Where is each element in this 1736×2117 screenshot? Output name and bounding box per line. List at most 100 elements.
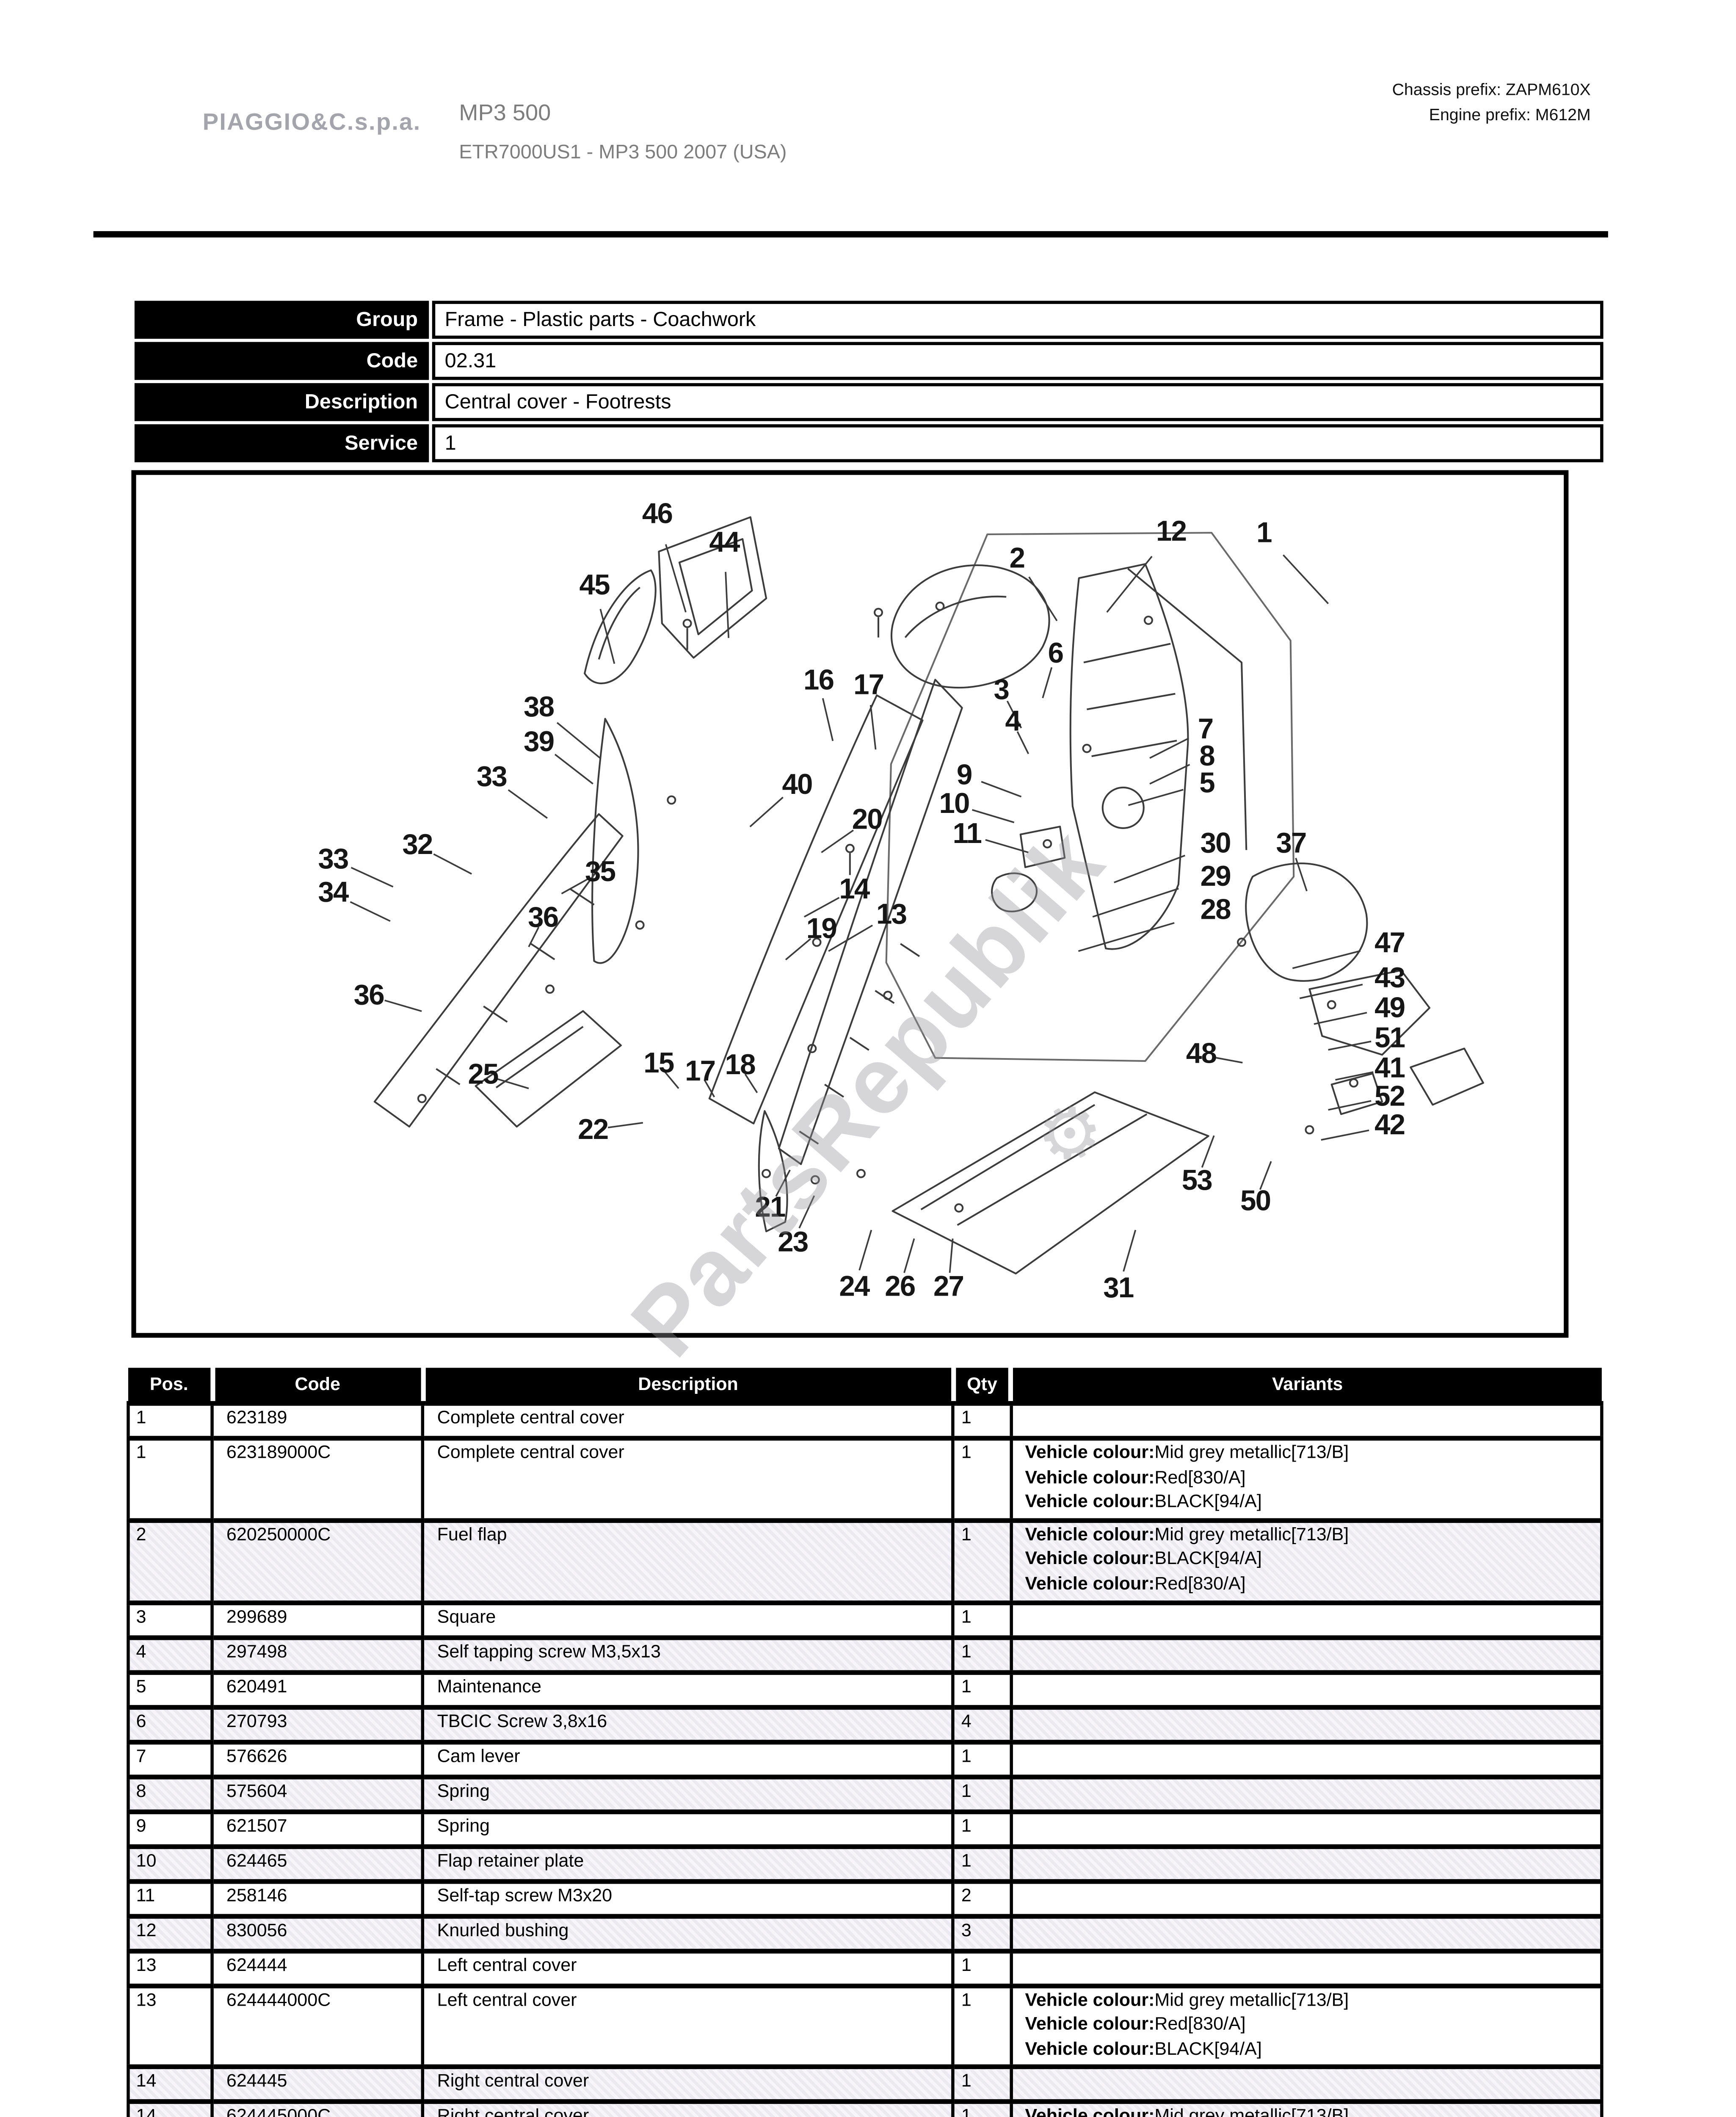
- table-row: 14 624445 Right central cover 1: [127, 2064, 1604, 2105]
- callout-1: 1: [1256, 517, 1272, 550]
- callout-14: 14: [839, 873, 870, 905]
- table-row: 3 299689 Square 1: [127, 1600, 1604, 1639]
- cell-pos: 14: [127, 2064, 214, 2105]
- callout-17: 17: [853, 669, 884, 701]
- cell-description: Maintenance: [421, 1669, 955, 1709]
- col-header-description: Description: [420, 1368, 954, 1406]
- prefix-block: Chassis prefix: ZAPM610X Engine prefix: …: [1392, 77, 1591, 128]
- cell-qty: 3: [952, 1913, 1013, 1953]
- cell-code: 620250000C: [210, 1517, 425, 1605]
- cell-qty: 1: [952, 2100, 1013, 2117]
- logo-letter: P: [135, 86, 165, 145]
- cell-qty: 1: [952, 1948, 1013, 1988]
- cell-variants: [1009, 1948, 1604, 1988]
- variant-line: Vehicle colour:BLACK[94/A]: [1025, 1493, 1262, 1512]
- cell-description: Cam lever: [421, 1739, 955, 1779]
- info-row: Group Frame - Plastic parts - Coachwork: [134, 301, 1604, 339]
- cell-pos: 10: [127, 1843, 214, 1883]
- model-name: MP3 500: [459, 101, 551, 127]
- callout-15: 15: [643, 1047, 674, 1080]
- callout-7: 7: [1198, 713, 1214, 745]
- cell-code: 624445000C: [210, 2100, 425, 2117]
- info-row: Service 1: [134, 424, 1604, 462]
- cell-variants: [1009, 1600, 1604, 1639]
- cell-pos: 1: [127, 1401, 214, 1441]
- cell-variants: [1009, 2064, 1604, 2105]
- cell-description: Complete central cover: [421, 1436, 955, 1523]
- cell-pos: 1: [127, 1436, 214, 1523]
- info-row: Code 02.31: [134, 342, 1604, 380]
- table-row: 1 623189000C Complete central cover 1 Ve…: [127, 1436, 1604, 1523]
- cell-pos: 14: [127, 2100, 214, 2117]
- callout-40: 40: [782, 768, 813, 800]
- info-label: Description: [134, 383, 429, 421]
- cell-description: Complete central cover: [421, 1401, 955, 1441]
- col-header-pos: Pos.: [128, 1368, 213, 1406]
- callout-37: 37: [1276, 827, 1307, 859]
- cell-pos: 13: [127, 1948, 214, 1988]
- info-label: Code: [134, 342, 429, 380]
- cell-pos: 13: [127, 1983, 214, 2070]
- cell-description: Spring: [421, 1809, 955, 1849]
- cell-code: 830056: [210, 1913, 425, 1953]
- cell-qty: 1: [952, 1401, 1013, 1441]
- callout-9: 9: [956, 758, 972, 790]
- cell-pos: 8: [127, 1774, 214, 1814]
- cell-qty: 1: [952, 1436, 1013, 1523]
- cell-variants: [1009, 1634, 1604, 1675]
- cell-variants: [1009, 1401, 1604, 1441]
- cell-description: Spring: [421, 1774, 955, 1814]
- cell-qty: 1: [952, 1843, 1013, 1883]
- cell-description: Knurled bushing: [421, 1913, 955, 1953]
- cell-variants: [1009, 1669, 1604, 1709]
- cell-code: 299689: [210, 1600, 425, 1639]
- callout-20: 20: [852, 804, 883, 836]
- callout-10: 10: [939, 788, 970, 820]
- callout-31: 31: [1103, 1272, 1134, 1304]
- cell-pos: 12: [127, 1913, 214, 1953]
- callout-18: 18: [725, 1049, 756, 1081]
- cell-code: 623189000C: [210, 1436, 425, 1523]
- table-row: 10 624465 Flap retainer plate 1: [127, 1843, 1604, 1883]
- cell-qty: 1: [952, 1739, 1013, 1779]
- catalog-subtitle: ETR7000US1 - MP3 500 2007 (USA): [459, 141, 787, 163]
- cell-description: Square: [421, 1600, 955, 1639]
- callout-11: 11: [952, 818, 982, 850]
- cell-code: 576626: [210, 1739, 425, 1779]
- callout-6: 6: [1048, 637, 1064, 669]
- cell-code: 624465: [210, 1843, 425, 1883]
- piaggio-logo: P PIAGGIO: [133, 88, 188, 157]
- col-header-code: Code: [210, 1368, 423, 1406]
- callout-32: 32: [402, 829, 433, 861]
- cell-pos: 4: [127, 1634, 214, 1675]
- callout-13: 13: [876, 898, 907, 929]
- cell-variants: [1009, 1913, 1604, 1953]
- callout-38: 38: [524, 691, 555, 723]
- cell-description: Fuel flap: [421, 1517, 955, 1605]
- cell-description: Self-tap screw M3x20: [421, 1878, 955, 1918]
- cell-qty: 2: [952, 1878, 1013, 1918]
- info-value: Central cover - Footrests: [432, 383, 1604, 421]
- info-value: 02.31: [432, 342, 1604, 380]
- cell-pos: 11: [127, 1878, 214, 1918]
- table-row: 14 624445000C Right central cover 1 Vehi…: [127, 2100, 1604, 2117]
- table-row: 11 258146 Self-tap screw M3x20 2: [127, 1878, 1604, 1918]
- callout-27: 27: [933, 1271, 964, 1303]
- cell-description: TBCIC Screw 3,8x16: [421, 1704, 955, 1744]
- info-label: Service: [134, 424, 429, 462]
- cell-variants: [1009, 1878, 1604, 1918]
- callout-4: 4: [1005, 705, 1021, 737]
- col-header-qty: Qty: [951, 1368, 1011, 1406]
- callout-49: 49: [1374, 991, 1405, 1023]
- callout-41: 41: [1374, 1052, 1405, 1084]
- variant-line: Vehicle colour:Red[830/A]: [1025, 1468, 1246, 1488]
- header-divider: [93, 231, 1608, 238]
- diagram-leader-lines: [350, 544, 1374, 1273]
- cell-code: 624444: [210, 1948, 425, 1988]
- callout-35: 35: [585, 855, 616, 887]
- variant-line: Vehicle colour:Red[830/A]: [1025, 1575, 1246, 1595]
- cell-variants: Vehicle colour:Mid grey metallic[713/B]V…: [1009, 2100, 1604, 2117]
- callout-39: 39: [524, 725, 555, 757]
- callout-51: 51: [1374, 1021, 1405, 1053]
